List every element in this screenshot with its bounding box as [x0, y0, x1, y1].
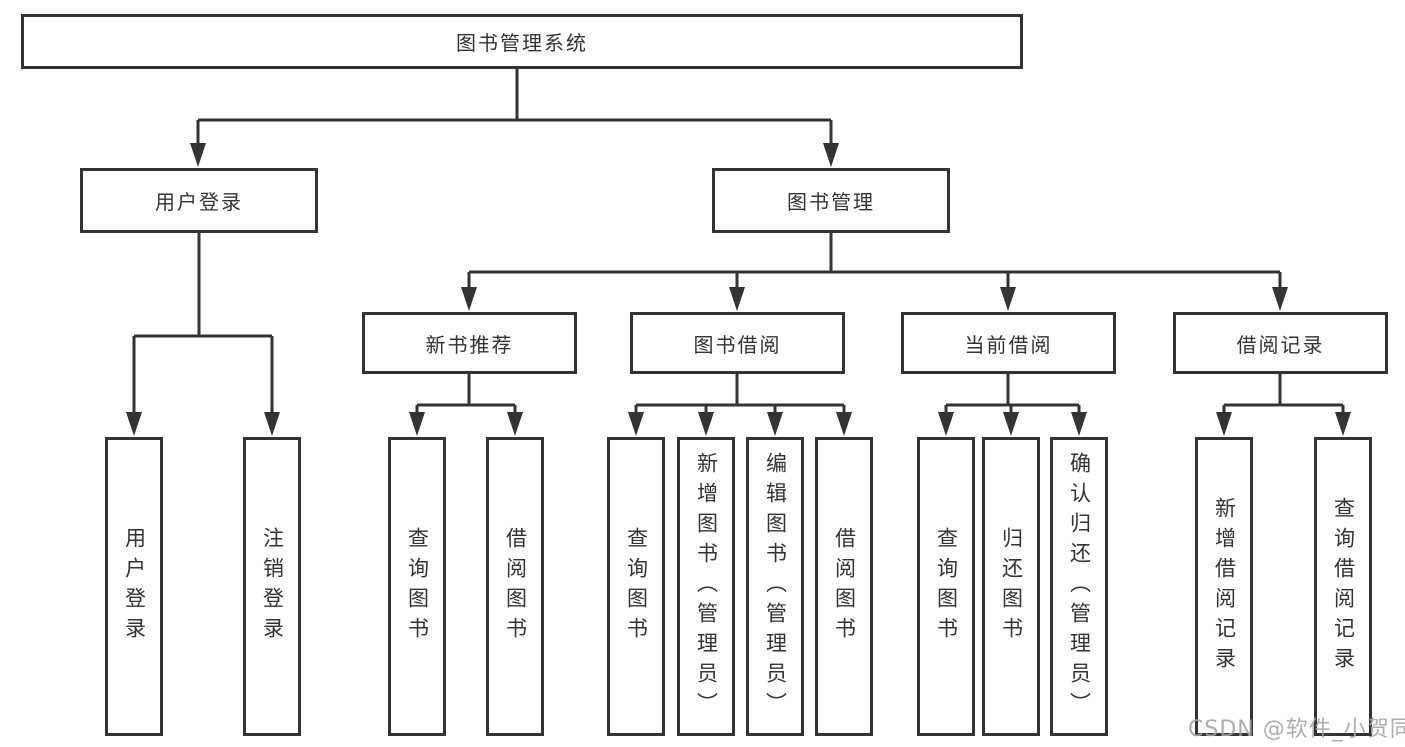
leaf-user-login: 用户登录 [105, 437, 163, 736]
leaf-search-borrow-record: 查询借阅记录 [1314, 437, 1372, 736]
node-borrow-records: 借阅记录 [1173, 312, 1388, 374]
leaf-search-books-borrow: 查询图书 [607, 437, 665, 736]
node-user-login: 用户登录 [80, 168, 318, 233]
leaf-confirm-return-admin: 确认归还（管理员） [1050, 437, 1108, 736]
node-current-borrow: 当前借阅 [901, 312, 1116, 374]
csdn-watermark: CSDN @软件_小贺同学 [1188, 717, 1405, 742]
leaf-add-borrow-record: 新增借阅记录 [1195, 437, 1253, 736]
node-book-borrow: 图书借阅 [630, 312, 845, 374]
leaf-search-books-recommend: 查询图书 [388, 437, 446, 736]
leaf-edit-books-admin: 编辑图书（管理员） [746, 437, 804, 736]
leaf-return-books: 归还图书 [982, 437, 1040, 736]
node-new-book-recommend: 新书推荐 [362, 312, 577, 374]
node-book-management: 图书管理 [712, 168, 950, 233]
leaf-search-books-current: 查询图书 [917, 437, 975, 736]
leaf-borrow-books-recommend: 借阅图书 [486, 437, 544, 736]
leaf-borrow-books: 借阅图书 [815, 437, 873, 736]
node-root: 图书管理系统 [21, 14, 1023, 69]
leaf-add-books-admin: 新增图书（管理员） [677, 437, 735, 736]
leaf-logout: 注销登录 [243, 437, 301, 736]
